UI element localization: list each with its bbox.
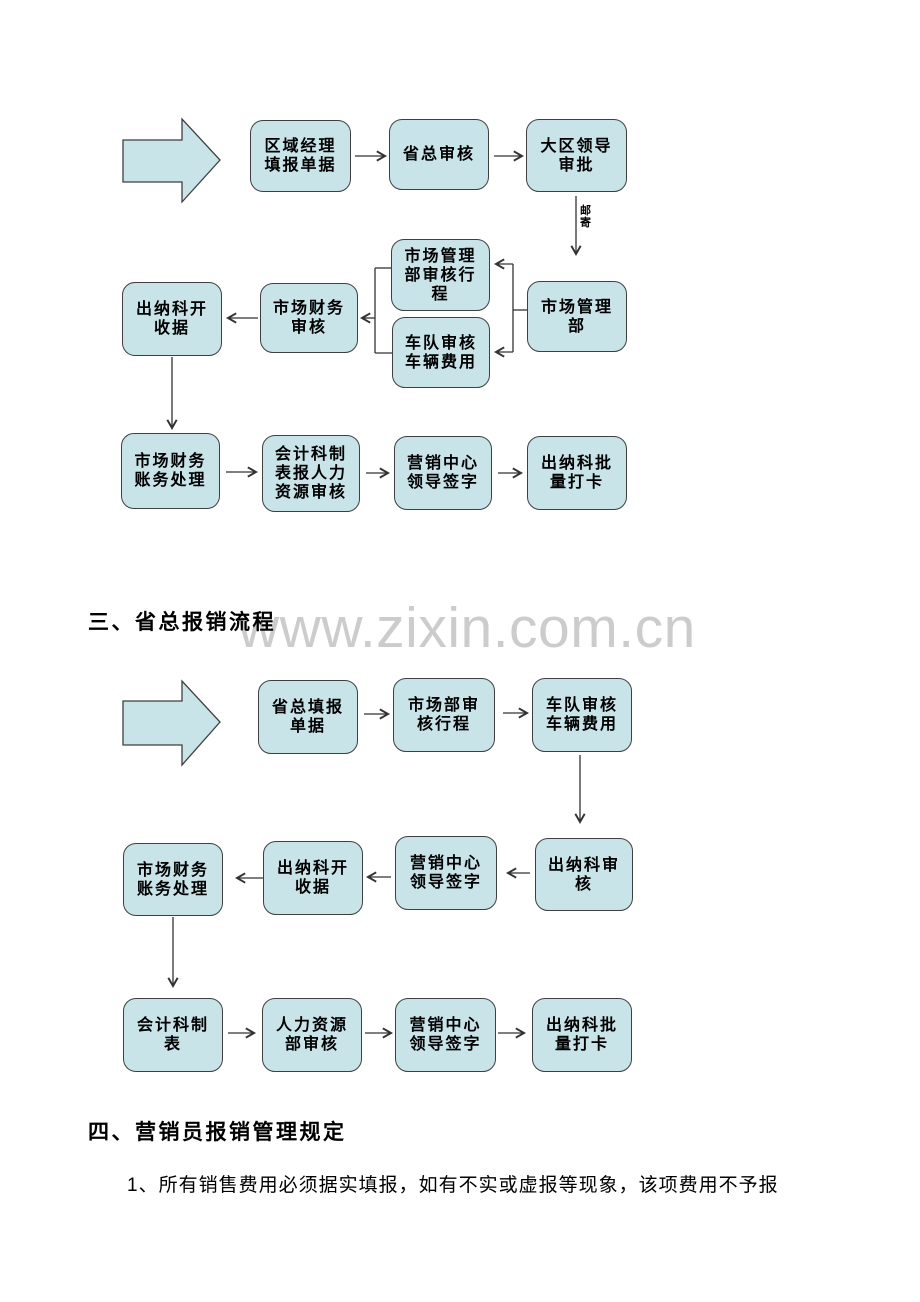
f1-connectors xyxy=(166,150,582,479)
f1-node-cashier-issue-receipt: 出纳科开 收据 xyxy=(122,282,222,356)
rule-paragraph: 1、所有销售费用必须据实填报，如有不实或虚报等现象，该项费用不予报 xyxy=(127,1175,779,1196)
f2-node-accounting-make-report: 会计科制 表 xyxy=(123,998,223,1072)
f1-node-market-finance-review: 市场财务 审核 xyxy=(260,283,358,353)
section3-heading: 三、省总报销流程 xyxy=(88,611,276,634)
f1-node-province-head-review: 省总审核 xyxy=(389,119,489,190)
block-arrow-icon xyxy=(122,679,221,767)
f2-node-cashier-issue-receipt: 出纳科开 收据 xyxy=(263,841,363,915)
f1-node-market-mgmt-review-itinerary: 市场管理 部审核行 程 xyxy=(391,239,490,311)
f2-connectors xyxy=(167,707,586,1039)
f1-node-fleet-review-vehicle-cost: 车队审核 车辆费用 xyxy=(392,317,490,388)
f1-node-market-finance-accounting: 市场财务 账务处理 xyxy=(121,433,220,509)
f2-node-market-dept-review-itinerary: 市场部审 核行程 xyxy=(393,678,495,752)
f1-node-cashier-batch-payment: 出纳科批 量打卡 xyxy=(527,436,627,510)
f2-node-cashier-review: 出纳科审 核 xyxy=(535,838,633,911)
f2-node-fleet-review-vehicle-cost: 车队审核 车辆费用 xyxy=(532,678,632,752)
mail-label: 邮寄 xyxy=(580,205,591,229)
f2-node-cashier-batch-payment: 出纳科批 量打卡 xyxy=(532,998,632,1072)
f1-node-regional-manager-fill-form: 区域经理 填报单据 xyxy=(250,120,351,192)
f2-node-marketing-center-leader-sign-2: 营销中心 领导签字 xyxy=(395,998,496,1072)
f2-node-market-finance-accounting: 市场财务 账务处理 xyxy=(123,843,223,916)
watermark-text: www.zixin.com.cn xyxy=(238,596,696,660)
f2-node-hr-dept-review: 人力资源 部审核 xyxy=(262,998,362,1072)
f2-node-province-head-fill-form: 省总填报 单据 xyxy=(258,680,358,754)
f2-node-marketing-center-leader-sign: 营销中心 领导签字 xyxy=(395,836,497,910)
f1-node-region-leader-approve: 大区领导 审批 xyxy=(526,119,627,192)
f1-node-marketing-center-leader-sign: 营销中心 领导签字 xyxy=(394,436,492,510)
f1-node-accounting-report-hr-review: 会计科制 表报人力 资源审核 xyxy=(262,435,360,512)
f1-node-market-mgmt-dept: 市场管理 部 xyxy=(527,281,627,352)
section4-heading: 四、营销员报销管理规定 xyxy=(88,1121,347,1144)
block-arrow-icon xyxy=(122,117,221,204)
